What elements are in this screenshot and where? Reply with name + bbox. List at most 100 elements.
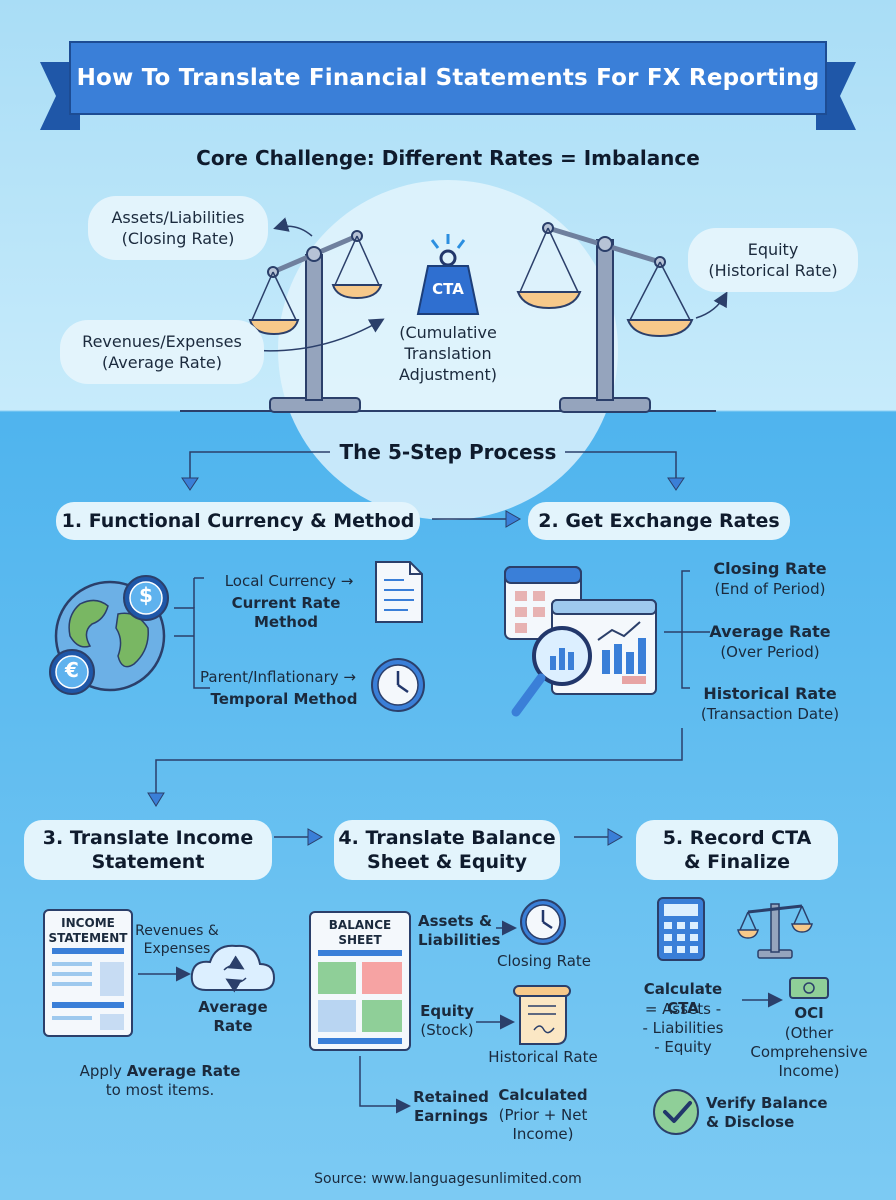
- step4-equity: Equity: [420, 1002, 474, 1020]
- average-rate-label: (Average Rate): [102, 353, 222, 372]
- step4-historical-rate: Historical Rate: [488, 1048, 598, 1066]
- step1-title: 1. Functional Currency & Method: [56, 502, 420, 540]
- oci-line1: (Other: [784, 1024, 834, 1042]
- page-title: How To Translate Financial Statements Fo…: [76, 65, 820, 91]
- dollar-symbol: $: [139, 583, 153, 607]
- step4-assets-liabilities: Assets & Liabilities: [418, 912, 501, 950]
- step4-title-line2: Sheet & Equity: [367, 851, 527, 873]
- apply-prefix: Apply: [79, 1062, 127, 1080]
- clock-icon-step4: [520, 899, 566, 945]
- assets-liabilities-bubble: Assets/Liabilities (Closing Rate): [88, 196, 268, 260]
- step4-title-line1: 4. Translate Balance: [338, 827, 556, 849]
- step5-title-line2: & Finalize: [684, 851, 790, 873]
- rev-line1: Revenues &: [135, 923, 219, 939]
- closing-rate-title: Closing Rate: [713, 559, 827, 578]
- cta-badge: CTA: [432, 280, 464, 298]
- balance-sheet-doc-title: BALANCE SHEET: [312, 918, 408, 948]
- balance-sheet-doc: [309, 911, 411, 1051]
- avg-line1: Average: [198, 998, 268, 1016]
- step4-calculated: Calculated: [498, 1086, 588, 1104]
- step3-title: 3. Translate Income Statement: [24, 820, 272, 880]
- closing-rate-label: (Closing Rate): [121, 229, 235, 248]
- step4-closing-rate: Closing Rate: [497, 952, 591, 970]
- assets-line1: Assets &: [418, 912, 493, 930]
- cloud-exchange-icon: [190, 944, 276, 993]
- process-heading: The 5-Step Process: [339, 440, 557, 464]
- clock-icon: [371, 658, 425, 712]
- step3-title-line1: 3. Translate Income: [42, 827, 254, 849]
- calc-sub-line2: Income): [512, 1125, 574, 1143]
- core-challenge-heading: Core Challenge: Different Rates = Imbala…: [196, 146, 700, 170]
- oci-line3: Income): [778, 1062, 840, 1080]
- parent-inflationary-label: Parent/Inflationary →: [200, 668, 356, 686]
- title-banner: [40, 41, 856, 130]
- oci-line2: Comprehensive: [750, 1043, 868, 1061]
- step5-title: 5. Record CTA & Finalize: [636, 820, 838, 880]
- banknote-icon: [789, 977, 829, 999]
- cta-description: (Cumulative Translation Adjustment): [368, 322, 528, 385]
- checkmark-icon: [653, 1089, 699, 1135]
- equity-bubble: Equity (Historical Rate): [688, 228, 858, 292]
- dollar-coin-icon: [123, 575, 169, 621]
- income-doc-line2: STATEMENT: [48, 931, 128, 945]
- retained-line2: Earnings: [414, 1107, 488, 1125]
- apply-suffix: to most items.: [105, 1081, 215, 1099]
- assets-liabilities-label: Assets/Liabilities: [111, 208, 245, 227]
- step3-apply-note: Apply Average Rate to most items.: [60, 1062, 260, 1100]
- step2-title: 2. Get Exchange Rates: [528, 502, 790, 540]
- calc-sub-line1: (Prior + Net: [498, 1106, 588, 1124]
- step4-equity-sub: (Stock): [420, 1021, 474, 1039]
- local-currency-label: Local Currency →: [224, 572, 354, 590]
- step5-title-line1: 5. Record CTA: [662, 827, 812, 849]
- revenues-expenses-label: Revenues/Expenses: [82, 332, 242, 351]
- cta-line-1: (Cumulative: [399, 323, 497, 342]
- historical-rate-title: Historical Rate: [703, 684, 837, 703]
- apply-bold: Average Rate: [126, 1062, 241, 1080]
- calculate-cta-title: Calculate CTA: [643, 980, 723, 1017]
- step3-average-rate: Average Rate: [190, 998, 276, 1036]
- equity-label: Equity: [747, 240, 799, 259]
- historical-rate-sub: (Transaction Date): [700, 705, 840, 723]
- calculate-cta-formula: = Assets - - Liabilities - Equity: [626, 1000, 740, 1057]
- calc-line2: - Liabilities: [642, 1019, 724, 1037]
- assets-line2: Liabilities: [418, 931, 501, 949]
- verify-line1: Verify Balance: [706, 1094, 828, 1112]
- average-rate-sub: (Over Period): [720, 643, 820, 661]
- magnifier-icon: [511, 626, 592, 717]
- calc-line3: - Equity: [654, 1038, 712, 1056]
- retained-line1: Retained: [413, 1088, 489, 1106]
- historical-rate-label: (Historical Rate): [708, 261, 838, 280]
- euro-symbol: €: [65, 658, 79, 682]
- closing-rate-sub: (End of Period): [714, 580, 826, 598]
- income-statement-doc-title: INCOME STATEMENT: [46, 916, 130, 946]
- step3-title-line2: Statement: [91, 851, 205, 873]
- step4-title: 4. Translate Balance Sheet & Equity: [334, 820, 560, 880]
- cta-line-3: Adjustment): [398, 365, 498, 384]
- oci-title: OCI: [794, 1004, 824, 1022]
- step4-calculated-sub: (Prior + Net Income): [490, 1106, 596, 1144]
- income-doc-line1: INCOME: [61, 916, 115, 930]
- cta-line-2: Translation: [404, 344, 492, 363]
- rev-line2: Expenses: [143, 941, 211, 957]
- balance-doc-line2: SHEET: [338, 933, 382, 947]
- document-icon: [375, 561, 423, 623]
- temporal-method: Temporal Method: [210, 690, 358, 708]
- calculator-icon: [657, 897, 705, 961]
- step4-retained-earnings: Retained Earnings: [412, 1088, 490, 1126]
- verify-balance: Verify Balance & Disclose: [706, 1094, 836, 1132]
- glow-circle: [278, 180, 618, 520]
- scroll-icon: [513, 985, 571, 1045]
- average-rate-title: Average Rate: [709, 622, 831, 641]
- small-scale-icon: [737, 903, 813, 959]
- revenues-expenses-bubble: Revenues/Expenses (Average Rate): [60, 320, 264, 384]
- current-rate-method: Current Rate Method: [231, 594, 341, 631]
- oci-sub: (Other Comprehensive Income): [746, 1024, 872, 1081]
- source-credit: Source: www.languagesunlimited.com: [314, 1171, 582, 1187]
- cta-weight-icon: [416, 234, 480, 315]
- euro-coin-icon: [49, 649, 95, 695]
- balance-doc-line1: BALANCE: [328, 918, 392, 932]
- avg-line2: Rate: [213, 1017, 253, 1035]
- right-scale: [516, 222, 694, 413]
